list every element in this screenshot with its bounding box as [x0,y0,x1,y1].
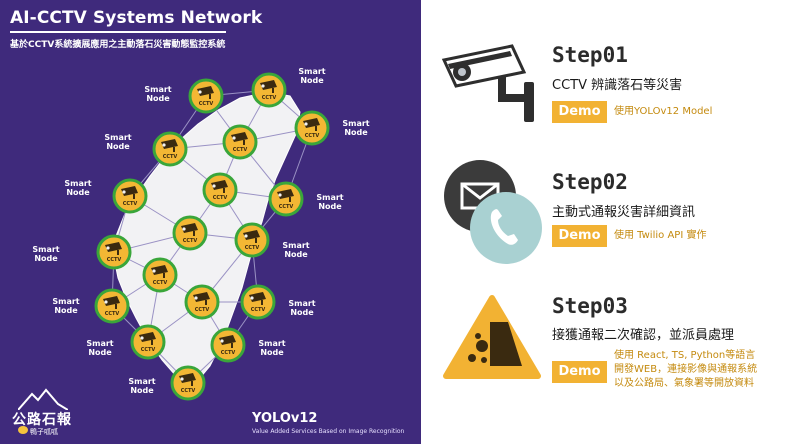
step3-demo-line: 以及公路局、氣象署等開放資料 [614,378,754,389]
cctv-badge-text: CCTV [195,307,210,313]
step1-description: CCTV 辨識落石等災害 [552,78,683,93]
step1-demo-text: 使用YOLOv12 Model [614,106,713,117]
duck-icon [18,426,28,434]
step3-demo-line: 開發WEB，連接影像與通報系統 [614,364,758,375]
cctv-badge-text: CCTV [105,311,120,317]
logo-name: 公路石報 [12,412,72,428]
step1-title: Step01 [552,43,628,67]
cctv-badge-text: CCTV [153,280,168,286]
step2-demo-text: 使用 Twilio API 實作 [614,230,707,241]
cctv-node-icon: CCTV [222,124,258,160]
cctv-node-icon: CCTV [94,288,130,324]
footer-subtitle: Value Added Services Based on Image Reco… [252,428,405,435]
cctv-badge-text: CCTV [245,245,260,251]
logo-sub: 鴨子呱呱 [30,428,58,436]
cctv-badge-text: CCTV [279,204,294,210]
cctv-node-icon: CCTV [188,78,224,114]
cctv-node-icon: CCTV [240,284,276,320]
network-panel: AI-CCTV Systems Network 基於CCTV系統擴展應用之主動落… [0,0,421,444]
network-title: AI-CCTV Systems Network [10,8,263,28]
cctv-node-icon: CCTV [268,181,304,217]
mountain-logo-icon [18,388,68,410]
cctv-badge-text: CCTV [233,147,248,153]
cctv-node-icon: CCTV [142,257,178,293]
cctv-badge-text: CCTV [107,257,122,263]
cctv-node-icon: CCTV [294,110,330,146]
footer-title: YOLOv12 [252,411,318,426]
cctv-node-icon: CCTV [170,365,206,401]
cctv-node-icon: CCTV [184,284,220,320]
cctv-node-icon: CCTV [234,222,270,258]
cctv-node-icon: CCTV [202,172,238,208]
network-subtitle: 基於CCTV系統擴展應用之主動落石災害動態監控系統 [10,40,226,50]
cctv-badge-text: CCTV [123,201,138,207]
cctv-badge-text: CCTV [305,133,320,139]
cctv-node-icon: CCTV [251,72,287,108]
cctv-node-icon: CCTV [210,327,246,363]
cctv-badge-text: CCTV [183,238,198,244]
step3-description: 接獲通報二次確認，並派員處理 [552,328,735,343]
cctv-badge-text: CCTV [163,154,178,160]
cctv-camera-icon [441,44,534,122]
step1-demo-badge: Demo [552,101,607,123]
cctv-node-icon: CCTV [130,324,166,360]
step2-title: Step02 [552,170,628,194]
step2-description: 主動式通報災害詳細資訊 [552,205,696,220]
step3-demo-text: 使用 React, TS, Python等語言 開發WEB，連接影像與通報系統 … [614,349,757,391]
step3-demo-badge: Demo [552,361,607,383]
cctv-badge-text: CCTV [213,195,228,201]
cctv-badge-text: CCTV [262,95,277,101]
step2-demo-badge: Demo [552,225,607,247]
cctv-node-icon: CCTV [96,234,132,270]
cctv-badge-text: CCTV [141,347,156,353]
cctv-badge-text: CCTV [221,350,236,356]
cctv-badge-text: CCTV [251,307,266,313]
camera-nodes: CCTV CCTV CCTV CCTV CCTV CCTV CCTV CCTV CCTV CCTV… [94,72,330,401]
cctv-node-icon: CCTV [152,131,188,167]
mail-phone-icon [444,160,542,264]
step3-title: Step03 [552,294,628,318]
title-underline [10,31,226,33]
cctv-badge-text: CCTV [199,101,214,107]
step3-demo-line: 使用 React, TS, Python等語言 [614,350,756,361]
rockfall-warning-icon [443,295,541,379]
cctv-badge-text: CCTV [181,388,196,394]
cctv-node-icon: CCTV [172,215,208,251]
cctv-node-icon: CCTV [112,178,148,214]
